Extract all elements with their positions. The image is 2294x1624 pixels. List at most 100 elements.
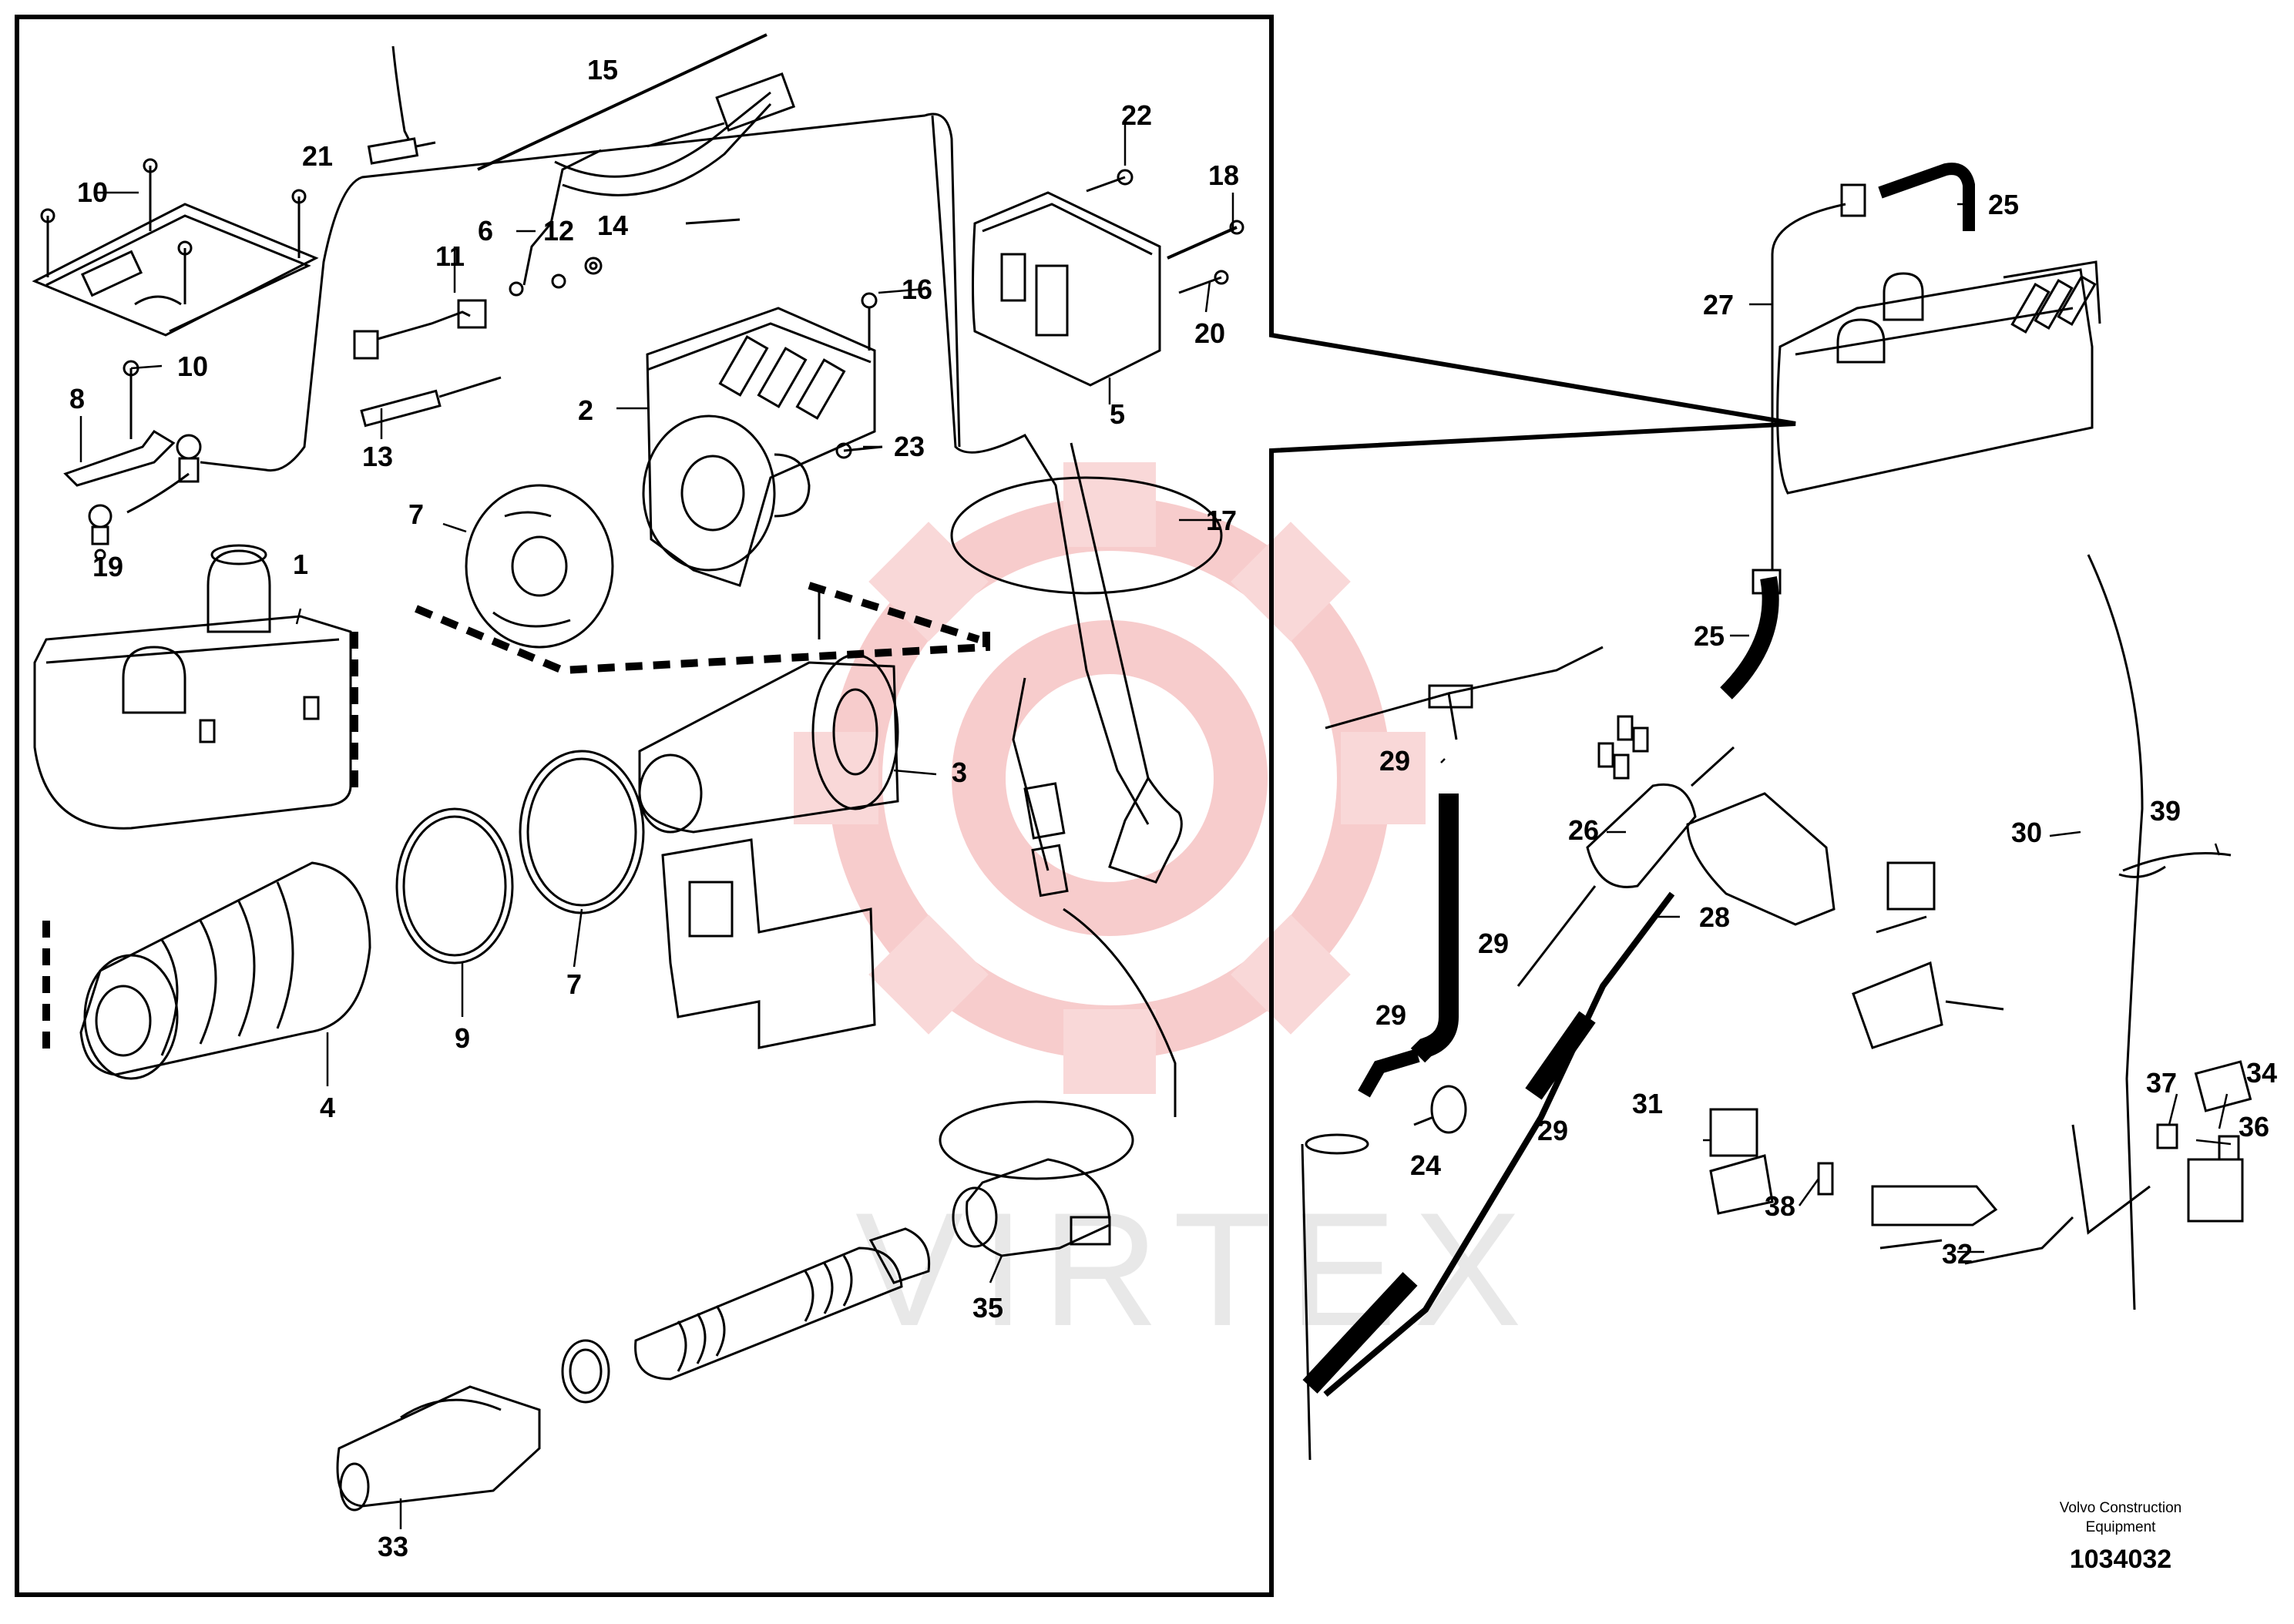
credit-line-1: Volvo Construction (2060, 1500, 2181, 1516)
callout-19: 19 (92, 551, 123, 582)
coolant-pipe-25b (1720, 569, 1782, 700)
cable-tie-39 (2118, 852, 2232, 878)
callout-30: 30 (2011, 817, 2042, 848)
screw-20 (1178, 270, 1229, 294)
dashed-group-outline-b (808, 582, 980, 643)
callout-14: 14 (597, 210, 628, 241)
flame-guard (661, 838, 876, 1049)
callout-6: 6 (478, 215, 493, 247)
callout-22: 22 (1121, 99, 1152, 131)
callout-29c: 29 (1375, 999, 1406, 1031)
callout-25a: 25 (1988, 189, 2019, 220)
callout-12: 12 (543, 215, 574, 247)
callout-3: 3 (952, 757, 967, 788)
wiring-harness-17 (931, 115, 1223, 1117)
callout-21: 21 (302, 140, 333, 172)
callout-36: 36 (2239, 1111, 2269, 1143)
callout-24: 24 (1410, 1149, 1441, 1181)
bolt-18 (1167, 220, 1244, 260)
callout-13: 13 (362, 441, 393, 472)
callout-10a: 10 (77, 176, 108, 208)
callout-29b: 29 (1478, 928, 1509, 959)
callout-38: 38 (1765, 1190, 1795, 1222)
t-piece-29 (1325, 646, 1604, 740)
callout-27: 27 (1703, 289, 1734, 320)
damper-24 (1413, 1085, 1467, 1134)
leader-lines (79, 119, 2232, 1529)
callout-32: 32 (1942, 1238, 1973, 1270)
callout-18: 18 (1208, 159, 1239, 191)
fuel-filter-26 (1516, 746, 1735, 987)
watermark: VIRTEX (794, 462, 1539, 1360)
callout-8: 8 (69, 383, 85, 414)
connector-harness-32 (1871, 1185, 2074, 1265)
connector-6 (509, 149, 602, 297)
fuses-37-36 (2156, 1123, 2240, 1161)
callout-35: 35 (972, 1292, 1003, 1324)
drawing-number: 1034032 (2070, 1545, 2171, 1574)
callout-5: 5 (1110, 398, 1125, 430)
callout-11: 11 (435, 240, 465, 272)
cover-39-part (1686, 792, 1836, 926)
callout-1: 1 (293, 549, 308, 580)
callout-28: 28 (1699, 901, 1730, 933)
detail-frame (15, 15, 1796, 1597)
cable-harness-15 (477, 33, 796, 225)
cover-plate (32, 203, 319, 337)
relay-31 (1709, 1108, 1774, 1215)
disc-7a (465, 484, 614, 649)
sensor-21 (367, 45, 436, 165)
fuse-38 (1817, 1162, 1834, 1196)
fuse-holder-34 (2187, 1060, 2252, 1223)
callout-15: 15 (587, 54, 618, 86)
relay-box (1852, 861, 2004, 1049)
watermark-text: VIRTEX (855, 1179, 1539, 1360)
credit-line-2: Equipment (2086, 1519, 2157, 1535)
callout-25b: 25 (1694, 620, 1725, 652)
screw-22 (1086, 169, 1134, 193)
callout-31: 31 (1632, 1088, 1663, 1119)
sensor-19 (88, 112, 961, 561)
combustion-tube-3 (638, 586, 899, 834)
cable-30 (2071, 554, 2151, 1310)
fuel-line-29 (1301, 794, 1459, 1461)
right-panel-parts (1301, 163, 2252, 1461)
callout-33: 33 (378, 1531, 408, 1562)
callout-20: 20 (1194, 317, 1225, 349)
callout-39: 39 (2150, 795, 2181, 827)
bracket-8 (63, 360, 176, 487)
callout-2: 2 (578, 394, 593, 426)
exhaust-silencer-33 (336, 1385, 541, 1512)
callout-4: 4 (320, 1092, 335, 1123)
control-unit-5 (972, 191, 1161, 387)
callout-16: 16 (902, 273, 932, 305)
callout-29d: 29 (1537, 1115, 1568, 1146)
tube-piece (868, 1227, 931, 1284)
screw-10a (40, 158, 307, 304)
o-ring-7b (519, 750, 645, 914)
heat-exchanger-1 (33, 544, 358, 830)
callout-26: 26 (1568, 814, 1599, 846)
callout-7b: 7 (566, 968, 582, 1000)
credit-block: Volvo Construction Equipment 1034032 (2060, 1500, 2181, 1574)
sensor-13 (360, 376, 502, 428)
callout-23: 23 (894, 431, 925, 462)
washer-12-14 (551, 257, 603, 289)
callout-17: 17 (1206, 505, 1237, 536)
callout-29a: 29 (1379, 745, 1410, 777)
watermark-gear-teeth (794, 462, 1426, 1094)
fuel-line-28 (1302, 891, 1675, 1398)
callout-34: 34 (2246, 1057, 2277, 1089)
callout-10b: 10 (177, 351, 208, 382)
burner-unit-2 (642, 307, 876, 587)
coolant-pipe-27 (1771, 183, 1866, 570)
callout-9: 9 (455, 1022, 470, 1054)
dosing-pump-35 (939, 1100, 1134, 1257)
o-ring-9 (395, 807, 514, 965)
screw-16 (861, 292, 878, 351)
callout-37: 37 (2146, 1067, 2177, 1099)
fuel-connector-set (1597, 715, 1649, 780)
dashed-group-outline-a (415, 605, 990, 675)
